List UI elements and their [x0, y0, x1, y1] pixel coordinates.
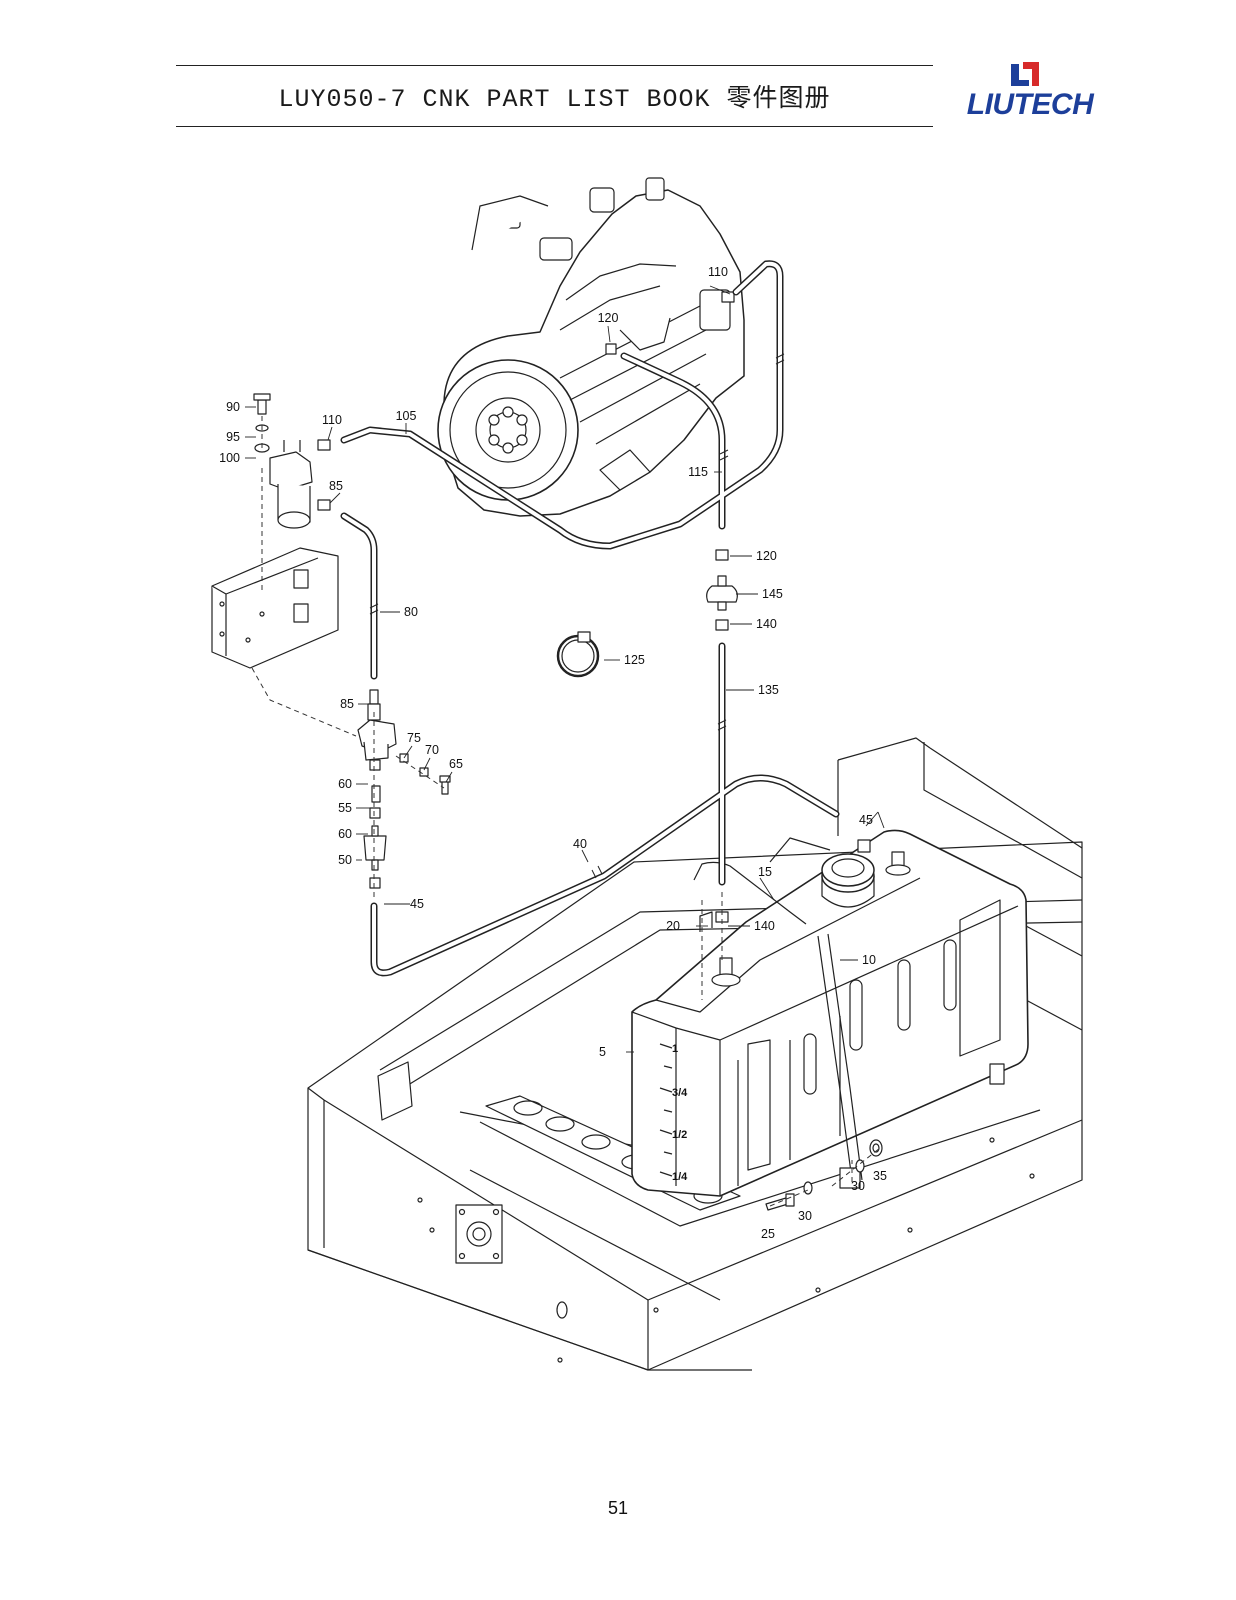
callout-75: 75	[407, 731, 421, 745]
header-rule-top	[176, 65, 933, 66]
callout-55: 55	[338, 801, 352, 815]
gauge-three-quarter-mark: 3/4	[672, 1087, 688, 1099]
page-title: LUY050-7 CNK PART LIST BOOK 零件图册	[278, 85, 831, 114]
gauge-quarter-mark: 1/4	[672, 1171, 688, 1183]
callout-5: 5	[599, 1045, 606, 1059]
callout-45-a: 45	[410, 897, 424, 911]
callout-65: 65	[449, 757, 463, 771]
fuel-filter-assembly	[211, 393, 339, 669]
callout-135: 135	[758, 683, 779, 697]
callout-120-a: 120	[598, 311, 619, 325]
callout-30-a: 30	[798, 1209, 812, 1223]
page-number: 51	[607, 1498, 629, 1518]
callout-85-a: 85	[329, 479, 343, 493]
callout-40: 40	[573, 837, 587, 851]
hose-clamp	[556, 631, 600, 678]
header-rule-bottom	[176, 126, 933, 127]
callout-15: 15	[758, 865, 772, 879]
callout-60-b: 60	[338, 827, 352, 841]
callout-70: 70	[425, 743, 439, 757]
inline-filter	[706, 549, 871, 923]
callout-80: 80	[404, 605, 418, 619]
callout-110-a: 110	[322, 413, 342, 427]
callout-10: 10	[862, 953, 876, 967]
callout-95: 95	[226, 430, 240, 444]
callout-20: 20	[666, 919, 680, 933]
logo-mark-icon	[1011, 62, 1039, 86]
tank-straps	[693, 861, 863, 1189]
brand-logo: LIUTECH	[955, 58, 1105, 128]
callout-85-b: 85	[340, 697, 354, 711]
pipe-break-marks	[369, 353, 785, 879]
callout-125: 125	[624, 653, 645, 667]
fuel-lines-inner	[342, 261, 838, 975]
callout-140-a: 140	[756, 617, 777, 631]
callout-90: 90	[226, 400, 240, 414]
fuel-tank	[631, 829, 1029, 1197]
gauge-half-mark: 1/2	[672, 1129, 687, 1141]
callout-120-b: 120	[756, 549, 777, 563]
callout-35: 35	[873, 1169, 887, 1183]
callout-100: 100	[219, 451, 240, 465]
brand-name: LIUTECH	[966, 88, 1094, 121]
callout-25: 25	[761, 1227, 775, 1241]
gauge-full-mark: 1	[672, 1043, 678, 1055]
callout-110-b: 110	[708, 265, 728, 279]
callout-45-b: 45	[859, 813, 873, 827]
assembly-lines	[251, 416, 881, 1207]
callout-60-a: 60	[338, 777, 352, 791]
callout-140-b: 140	[754, 919, 775, 933]
callout-30-b: 30	[851, 1179, 865, 1193]
callout-115: 115	[688, 465, 708, 479]
callout-105: 105	[396, 409, 417, 423]
leader-lines	[245, 285, 885, 1053]
callout-50: 50	[338, 853, 352, 867]
fuel-pump-column	[317, 291, 735, 889]
callout-145: 145	[762, 587, 783, 601]
